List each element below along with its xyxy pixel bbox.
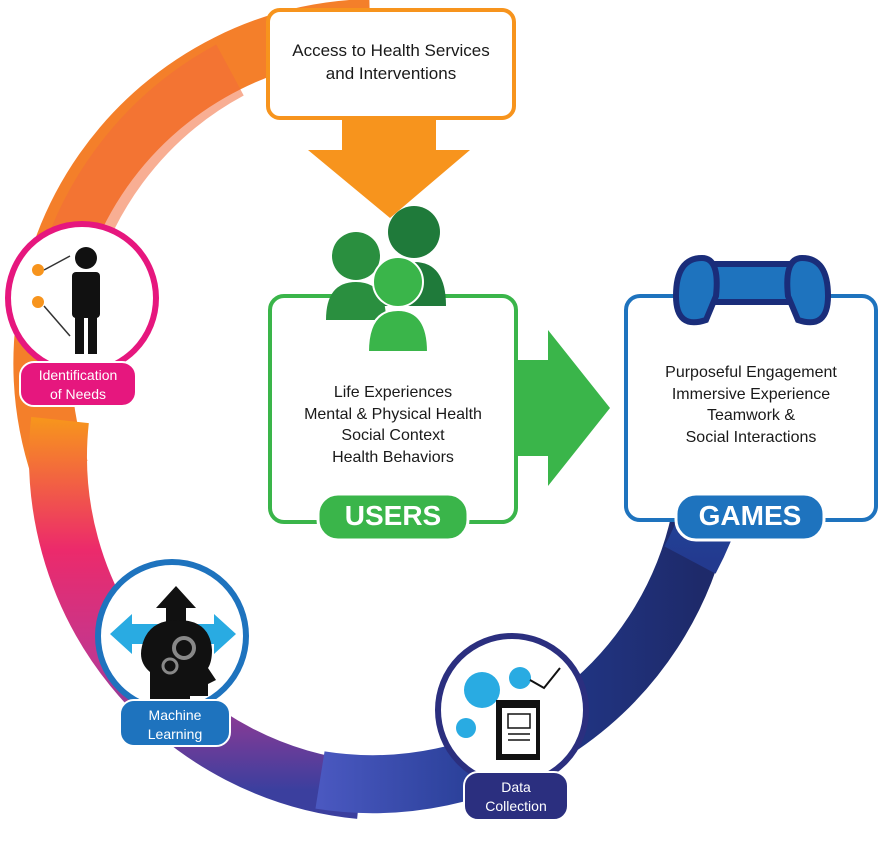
access-box-text: Access to Health Services and Interventi…	[268, 40, 514, 86]
head-gears-icon	[110, 586, 236, 708]
data-collection-label: Data Collection	[464, 778, 568, 816]
gamepad-icon	[672, 254, 832, 326]
users-group-icon	[326, 206, 446, 353]
access-line: and Interventions	[325, 63, 457, 83]
games-line: Immersive Experience	[671, 385, 831, 403]
data-collection-node	[435, 633, 589, 821]
down-arrow	[308, 118, 470, 218]
data-collection-line: Collection	[485, 797, 547, 814]
users-line: Health Behaviors	[332, 448, 454, 466]
data-dashboard-icon	[456, 667, 561, 760]
games-line: Teamwork &	[706, 407, 796, 425]
machine-learning-line: Machine	[148, 707, 202, 723]
games-box-text: Purposeful Engagement Immersive Experien…	[626, 362, 876, 448]
identification-line: Identification	[38, 367, 118, 383]
person-icon	[32, 247, 100, 354]
right-arrow	[516, 330, 610, 486]
games-badge	[674, 492, 826, 542]
users-line: Mental & Physical Health	[304, 405, 482, 423]
games-line: Social Interactions	[685, 428, 817, 446]
machine-learning-node	[95, 559, 249, 747]
identification-node	[5, 221, 159, 407]
machine-learning-label: Machine Learning	[120, 706, 230, 744]
identification-line: of Needs	[49, 385, 107, 402]
users-line: Social Context	[341, 427, 445, 445]
access-line: Access to Health Services	[292, 41, 490, 60]
identification-label: Identification of Needs	[20, 366, 136, 404]
data-collection-line: Data	[501, 779, 531, 795]
machine-learning-line: Learning	[147, 725, 203, 742]
users-box-text: Life Experiences Mental & Physical Healt…	[270, 382, 516, 468]
users-line: Life Experiences	[333, 384, 453, 401]
games-badge-label: GAMES	[698, 500, 802, 531]
access-box	[266, 8, 516, 120]
users-badge	[316, 492, 470, 542]
games-line: Purposeful Engagement	[665, 364, 837, 381]
users-badge-label: USERS	[344, 500, 442, 531]
